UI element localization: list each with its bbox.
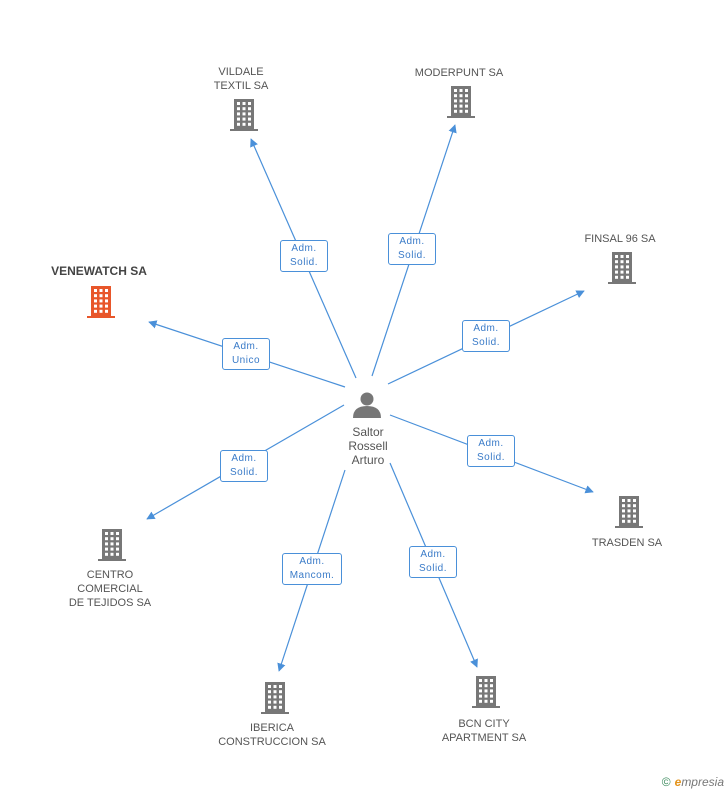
person-icon[interactable]	[353, 392, 381, 419]
role-label-moderpunt: Adm. Solid.	[388, 233, 436, 265]
building-icon-iberica[interactable]	[261, 682, 289, 714]
role-label-finsal: Adm. Solid.	[462, 320, 510, 352]
building-icon-trasden[interactable]	[615, 496, 643, 528]
company-name-moderpunt[interactable]: MODERPUNT SA	[414, 67, 504, 79]
brand-logo-e: e	[674, 775, 682, 789]
company-name-iberica[interactable]: IBERICA CONSTRUCCION SA	[218, 722, 326, 748]
company-name-finsal[interactable]: FINSAL 96 SA	[584, 233, 656, 245]
building-icon-venewatch[interactable]	[87, 286, 115, 318]
company-name-venewatch[interactable]: VENEWATCH SA	[51, 264, 147, 278]
footer-brand[interactable]: ©empresia	[662, 775, 724, 789]
building-icon-centro[interactable]	[98, 529, 126, 561]
role-label-trasden: Adm. Solid.	[467, 435, 515, 467]
company-name-bcn[interactable]: BCN CITY APARTMENT SA	[441, 718, 527, 744]
building-icon-finsal[interactable]	[608, 252, 636, 284]
building-icon-moderpunt[interactable]	[447, 86, 475, 118]
company-name-vildale[interactable]: VILDALE TEXTIL SA	[213, 66, 269, 92]
role-label-bcn: Adm. Solid.	[409, 546, 457, 578]
person-name[interactable]: Saltor Rossell Arturo	[348, 425, 388, 467]
role-label-centro: Adm. Solid.	[220, 450, 268, 482]
role-label-venewatch: Adm. Unico	[222, 338, 270, 370]
company-name-centro[interactable]: CENTRO COMERCIAL DE TEJIDOS SA	[68, 569, 152, 609]
copyright-icon: ©	[661, 775, 671, 789]
company-name-trasden[interactable]: TRASDEN SA	[591, 537, 663, 549]
building-icon-vildale[interactable]	[230, 99, 258, 131]
brand-name: mpresia	[681, 775, 724, 789]
role-label-iberica: Adm. Mancom.	[282, 553, 342, 585]
building-icon-bcn[interactable]	[472, 676, 500, 708]
role-label-vildale: Adm. Solid.	[280, 240, 328, 272]
